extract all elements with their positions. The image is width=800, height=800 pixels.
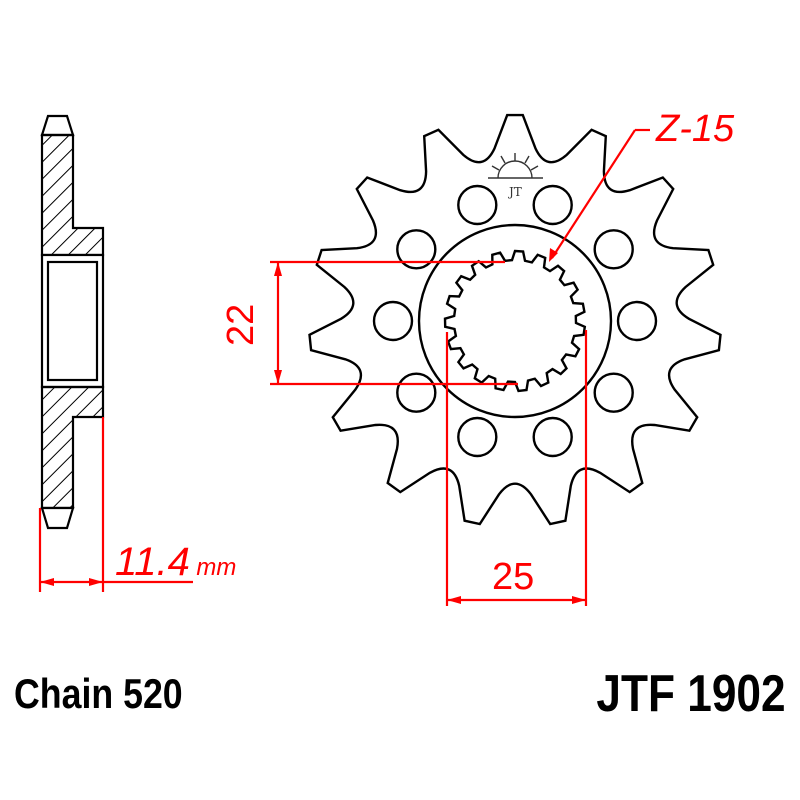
side-section-lower	[40, 385, 105, 510]
bolt-hole	[457, 184, 498, 226]
spline-major-label: 25	[492, 556, 535, 598]
thickness-number: 11.4	[115, 540, 190, 584]
chain-size-label: Chain 520	[14, 670, 183, 717]
spline-bore	[443, 249, 587, 393]
bolt-holes	[372, 184, 658, 458]
bolt-hole	[593, 229, 634, 270]
sprocket-front-view	[308, 113, 722, 526]
sprocket-outline	[308, 113, 722, 526]
thickness-value: 11.4 mm	[115, 540, 236, 585]
bolt-hole	[532, 416, 573, 458]
svg-text:JT: JT	[507, 185, 522, 199]
bolt-hole	[396, 229, 437, 270]
thickness-dimension	[38, 417, 193, 592]
side-section-upper	[40, 133, 105, 257]
side-tooth-top	[40, 114, 75, 137]
hub-circle	[417, 223, 613, 419]
side-view	[40, 114, 105, 530]
spline-minor-dimension	[270, 260, 518, 386]
teeth-count-label: Z-15	[656, 108, 735, 150]
spline-minor-label: 22	[220, 303, 262, 346]
bolt-hole	[593, 372, 634, 413]
bolt-hole	[457, 416, 498, 458]
side-tooth-bottom	[40, 506, 75, 530]
sun-logo-icon: JT	[488, 153, 543, 199]
bolt-hole	[396, 372, 437, 413]
spline-major-dimension	[445, 330, 588, 606]
bolt-hole	[616, 300, 658, 342]
teeth-count-leader	[549, 128, 650, 262]
bolt-hole	[372, 300, 414, 342]
part-number-label: JTF 1902	[596, 665, 786, 723]
bolt-hole	[532, 184, 573, 226]
thickness-unit: mm	[196, 554, 237, 581]
